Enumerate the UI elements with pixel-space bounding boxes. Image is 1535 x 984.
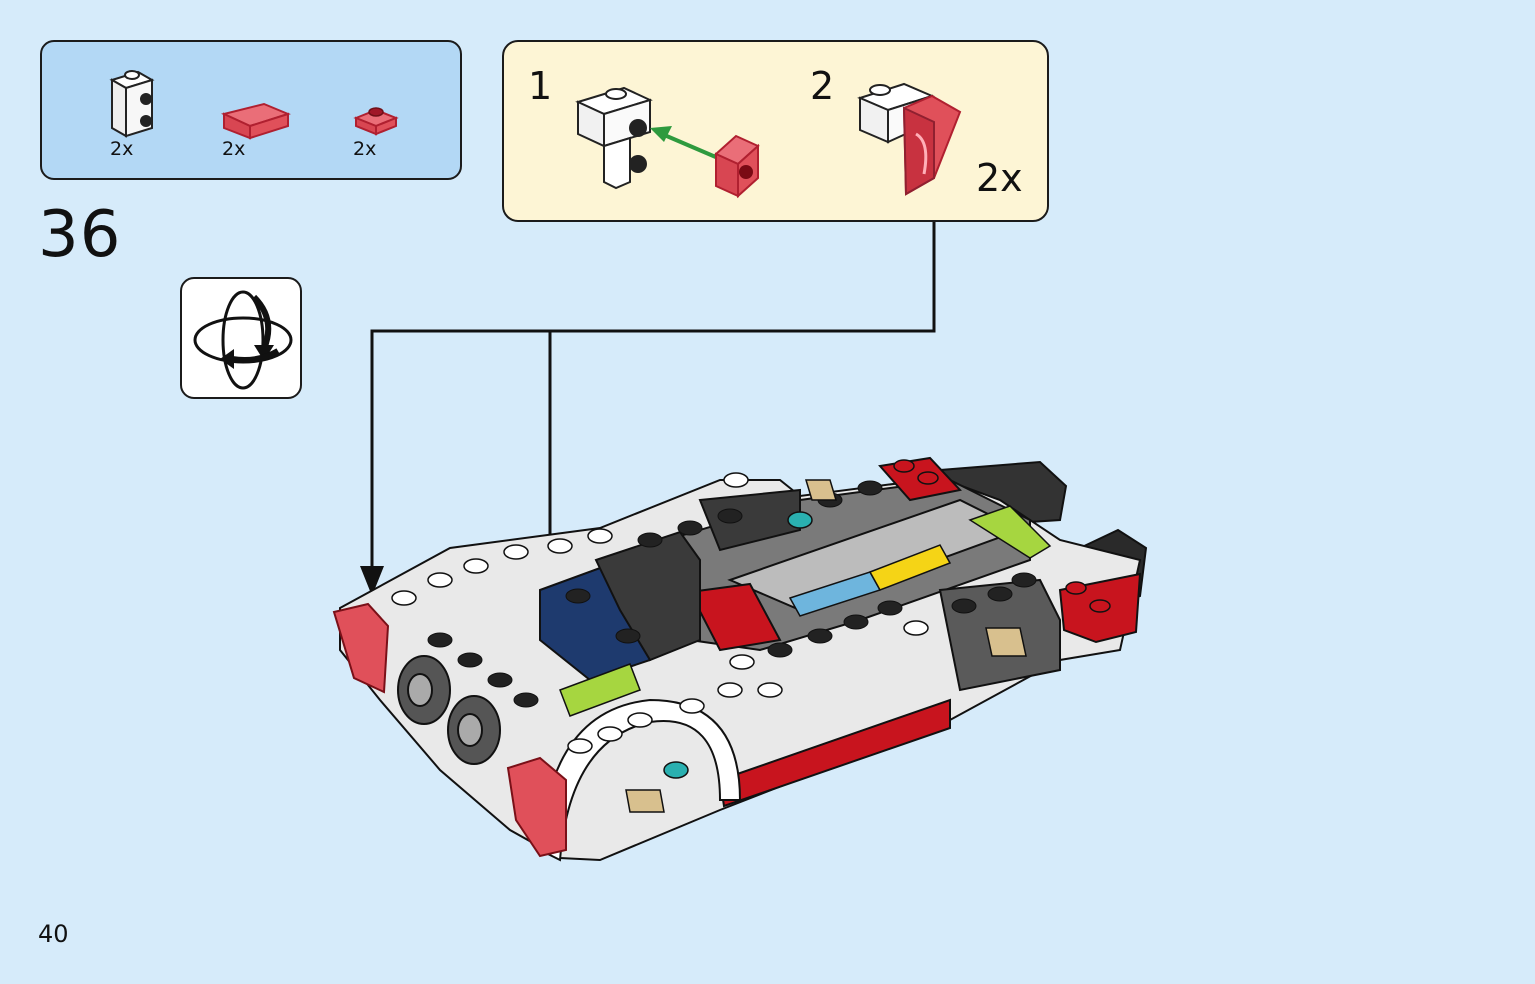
trans-red-plate-part <box>353 107 399 136</box>
trans-red-slope-part <box>221 102 291 140</box>
rotate-model-icon <box>180 277 302 399</box>
sub-step-1-number: 1 <box>528 64 553 108</box>
rotate-arrows-icon <box>193 290 293 390</box>
parts-list-box: 2x 2x 2x <box>40 40 462 180</box>
page-number: 40 <box>38 920 69 948</box>
part-count-1: 2x <box>110 138 134 160</box>
wheel-front <box>397 655 451 725</box>
parts-illustrations <box>109 70 399 140</box>
sub-assembly-box: 1 2 2x <box>502 40 1049 222</box>
sub-assembly-illustrations <box>575 82 962 199</box>
part-count-3: 2x <box>353 138 377 160</box>
green-arrow-icon <box>650 126 719 160</box>
sub-assembly-multiplier: 2x <box>976 156 1023 200</box>
sub-step1-bracket <box>575 86 653 190</box>
wheel-rear <box>447 695 501 765</box>
part-count-2: 2x <box>222 138 246 160</box>
sub-step1-red-plate <box>714 134 760 199</box>
white-bracket-part <box>109 70 155 138</box>
sub-step-2-number: 2 <box>810 64 835 108</box>
step-number: 36 <box>38 198 122 272</box>
sub-step2-assembly <box>857 82 962 196</box>
